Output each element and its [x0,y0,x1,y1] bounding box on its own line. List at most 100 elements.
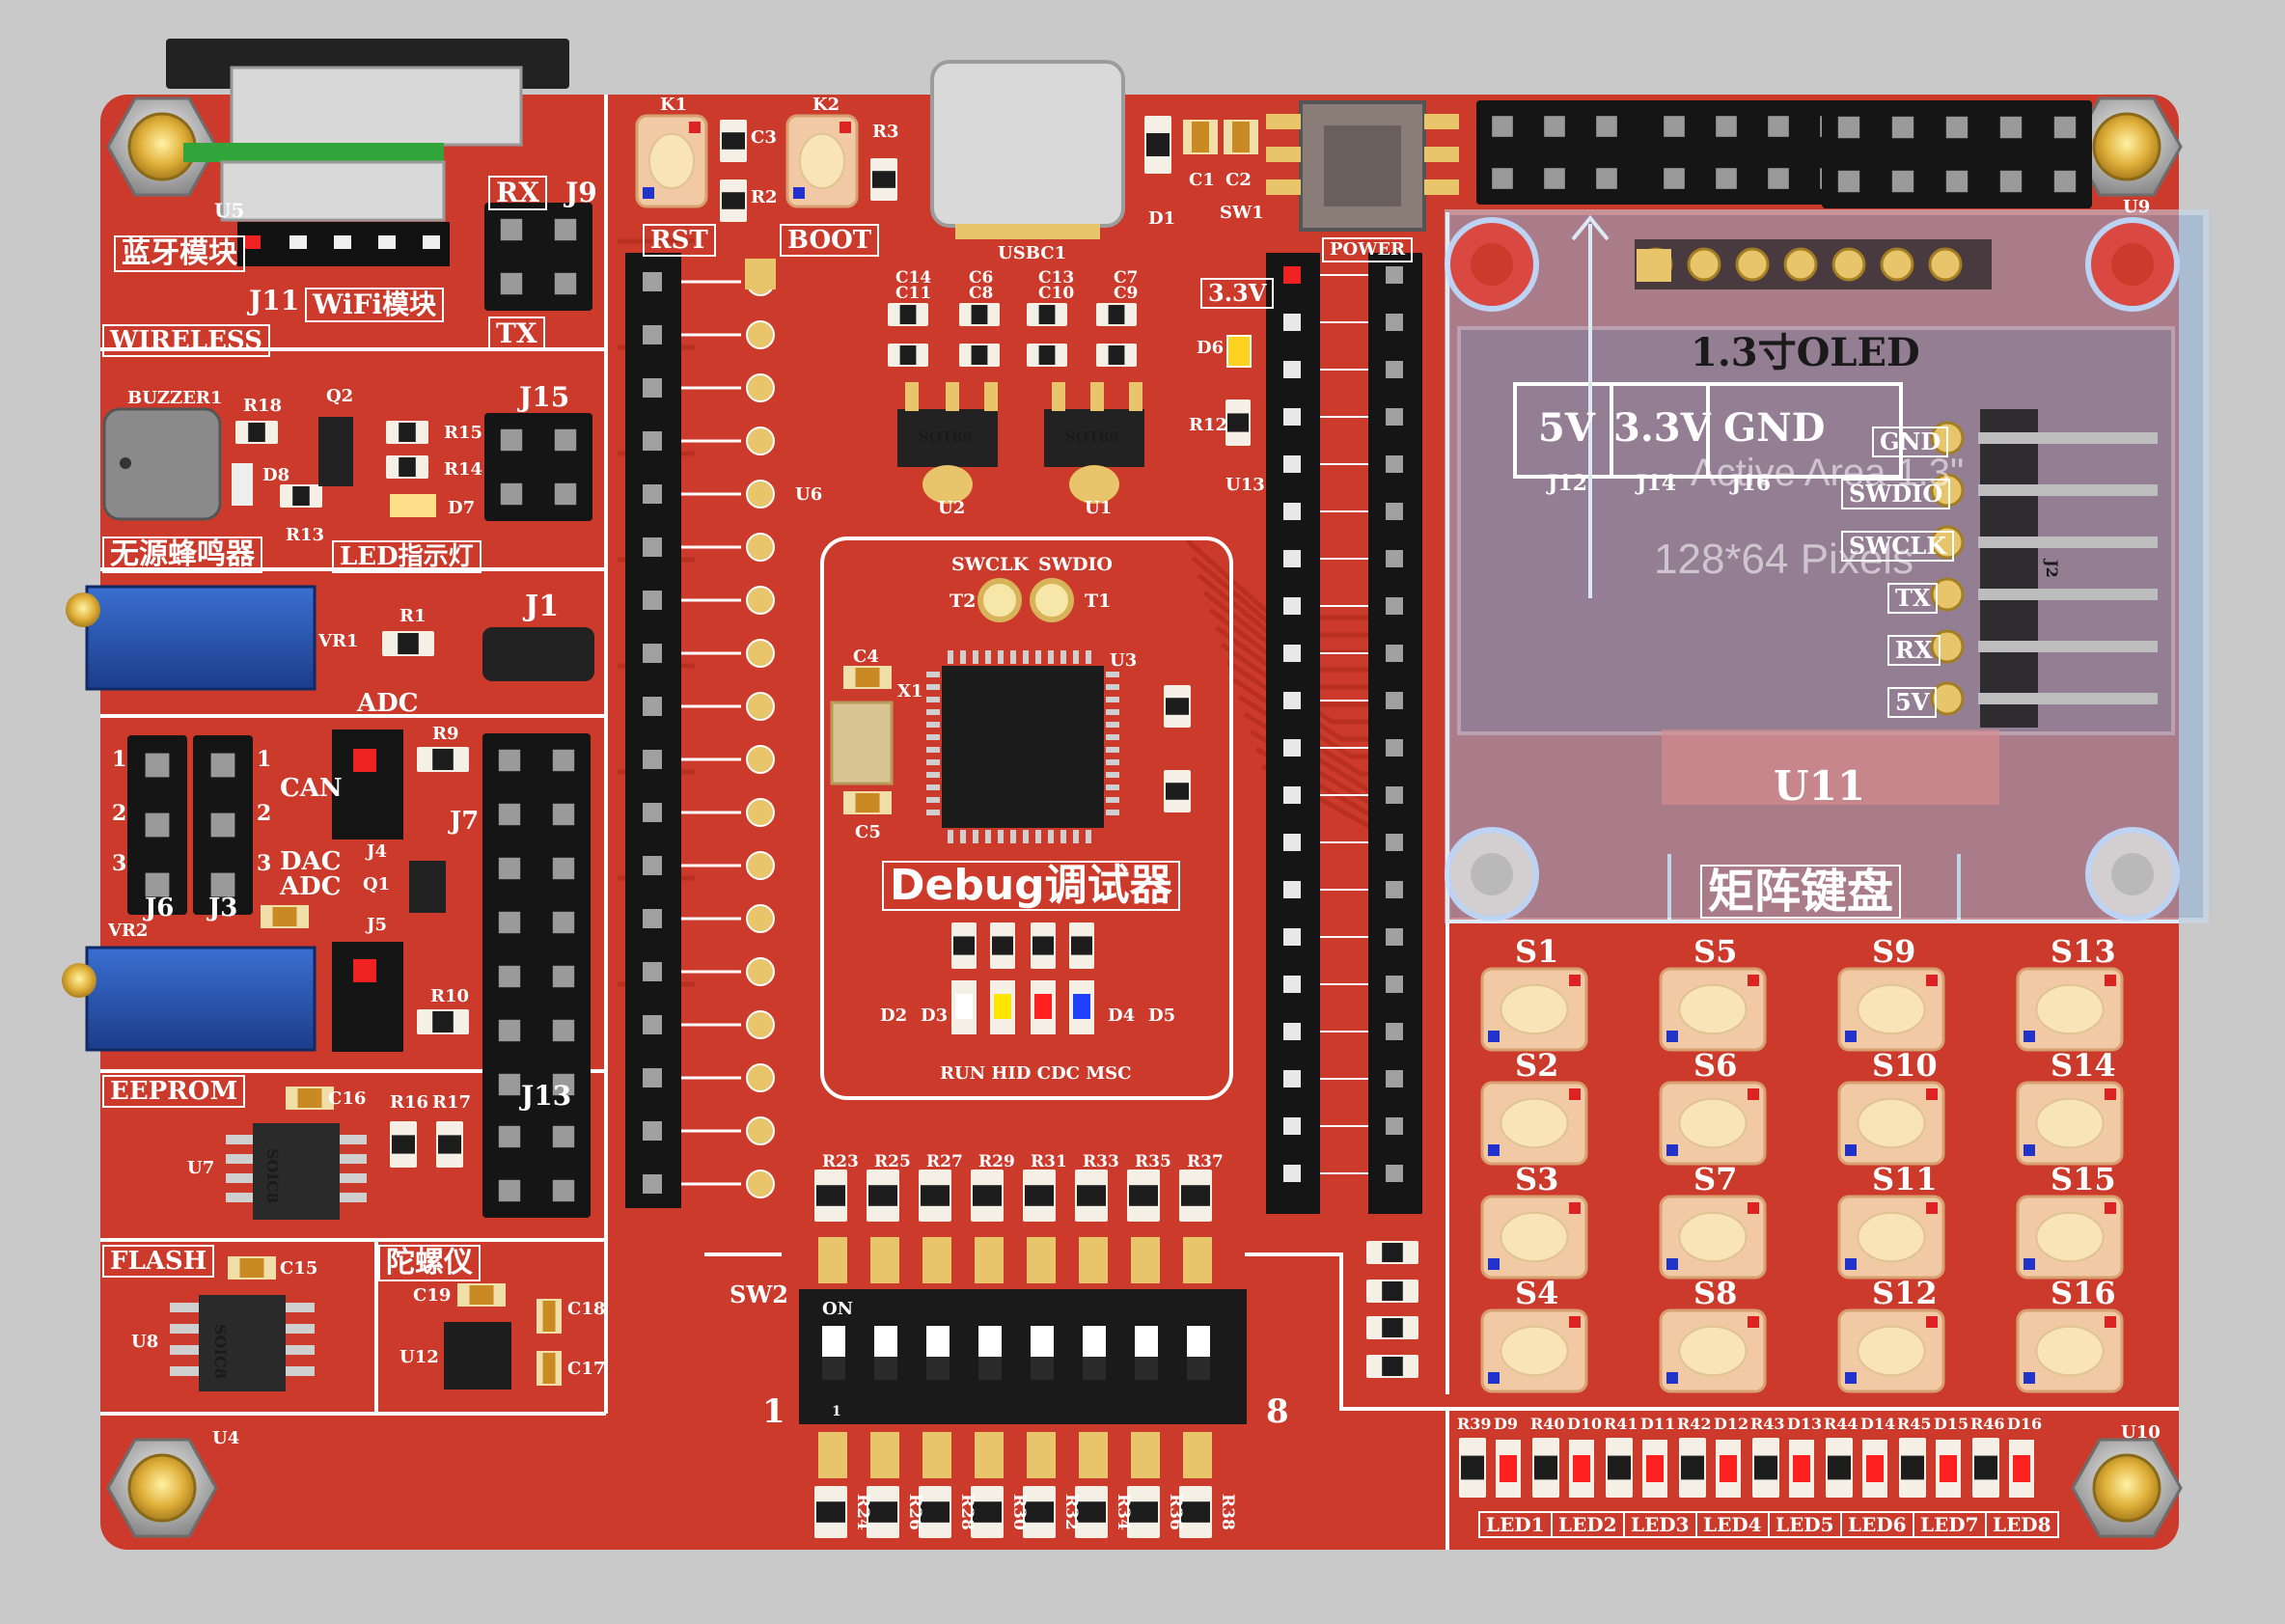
header-pin [1891,116,1914,139]
key-label: S9 [1872,933,1916,970]
pin [1283,408,1301,426]
pin-label: 3 [257,851,272,876]
mcu-leg [926,759,940,765]
smd-body [1129,1185,1158,1206]
corner-dot [689,122,701,133]
corner-dot [1926,1316,1938,1328]
key-label: S3 [1515,1161,1559,1197]
r2-label: R2 [751,187,778,207]
v33-label: 3.3V [1200,278,1275,309]
oled-flex [1662,729,1999,805]
led-label: LED4 [1695,1511,1770,1538]
smd-body [1108,305,1125,324]
dip-lever-base [822,1357,845,1380]
u2-regulator [897,409,998,467]
smd-body [992,936,1013,955]
cap-label: C6 [969,268,994,288]
buzzer-dot [120,457,131,469]
keypad-title: 矩阵键盘 [1700,865,1902,919]
smd-body [292,486,310,506]
dip-pad [870,1432,899,1478]
mcu-leg [1023,650,1029,664]
c4-label: C4 [853,647,879,667]
oled-pin [1783,247,1818,282]
bt-module [230,66,523,147]
mcu-leg [926,784,940,790]
corner-dot [1569,1202,1581,1214]
switch-cap [1500,983,1569,1035]
chip-leg [170,1345,199,1355]
capacitor-body [297,1088,322,1108]
j3-label: J3 [208,894,238,922]
mcu-leg [1073,650,1079,664]
cap-label: C8 [969,284,994,303]
mcu-leg [1035,650,1041,664]
oled-glass [1457,326,2175,735]
led-label: LED7 [1913,1511,1987,1538]
corner-dot [2023,1372,2035,1384]
header-pin [1492,116,1513,137]
flash-label: FLASH [102,1245,215,1278]
pin [1283,645,1301,662]
vr2-label: VR2 [108,921,149,941]
pin [643,1068,662,1087]
j15-label: J15 [519,381,570,413]
chip-leg [286,1324,315,1334]
pin [643,750,662,769]
pin [643,431,662,451]
c19-label: C19 [413,1285,452,1306]
capacitor-body [542,1301,556,1332]
switch-cap [1678,1097,1748,1149]
buzzer-name: 无源蜂鸣器 [102,537,262,573]
pin [1283,597,1301,615]
mcu-leg [1106,672,1119,677]
wifi-module [220,160,446,222]
dip-lever-base [978,1357,1002,1380]
r-bottom-label: R30 [1009,1494,1029,1530]
swdio-label: SWDIO [1038,554,1113,575]
key-label: S7 [1693,1161,1738,1197]
pin [1386,266,1403,284]
mcu-leg [948,830,953,843]
smd-body [438,1135,461,1154]
x1-crystal [830,701,894,785]
adc-label: ADC [357,689,419,718]
pin [1283,928,1301,946]
u13-header-2 [1368,253,1422,1214]
header-pin [500,218,523,241]
usb-pins [955,224,1100,239]
indicator-led [1940,1455,1957,1482]
capacitor-body [855,793,880,812]
r-bottom-label: R28 [957,1494,977,1530]
j4 [332,729,403,840]
j4-pin [353,749,376,772]
smd-body [1974,1455,1997,1480]
status-labels: RUN HID CDC MSC [940,1063,1132,1084]
dip-pad [1079,1237,1108,1283]
power-label: POWER [1322,237,1414,262]
smd-body [1181,1501,1210,1523]
oled-lead [1978,484,2158,496]
switch-cap [1857,1097,1926,1149]
pin [1283,361,1301,378]
mount-screw [2092,1453,2161,1523]
header-pin [1716,116,1737,137]
oled-side-pin [1930,473,1965,508]
sw2-dip-switch [799,1289,1247,1424]
r17-label: R17 [432,1092,472,1113]
can-label: CAN [280,774,343,803]
led-ref-label: R43 [1750,1415,1785,1433]
header-pin [1544,168,1565,189]
switch-cap [2035,1097,2105,1149]
k1-label: K1 [660,95,688,115]
dip-pad [1183,1432,1212,1478]
chip-leg [226,1154,253,1164]
pin [1386,1165,1403,1182]
corner-dot [1488,1258,1500,1270]
header-pin [552,1073,575,1096]
corner-dot [1748,1202,1759,1214]
chip-leg [286,1303,315,1312]
header-pin [210,812,235,838]
mcu-leg [926,722,940,728]
smd-body [1608,1455,1631,1480]
